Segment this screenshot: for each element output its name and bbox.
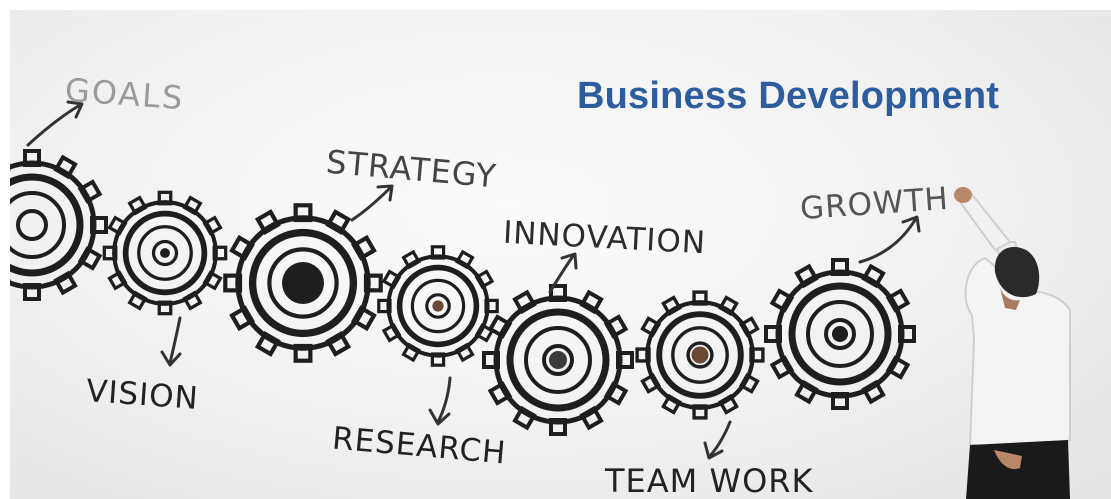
gear-tooth bbox=[351, 305, 377, 332]
gear-tooth bbox=[401, 249, 422, 270]
gear-tooth bbox=[861, 379, 886, 405]
gear-tooth bbox=[182, 195, 203, 216]
gear-tooth bbox=[831, 258, 849, 276]
gear-tooth bbox=[23, 283, 41, 301]
gear-tooth bbox=[794, 263, 819, 289]
gear-tooth bbox=[102, 245, 118, 261]
gear-tooth bbox=[401, 342, 422, 363]
gear-tooth bbox=[430, 352, 446, 367]
gear-4 bbox=[377, 245, 499, 367]
gear-tooth bbox=[351, 234, 377, 261]
gear-tooth bbox=[363, 273, 383, 293]
gear-tooth bbox=[692, 290, 708, 306]
gear-tooth bbox=[661, 295, 682, 317]
gear-tooth bbox=[603, 314, 629, 339]
gear-tooth bbox=[127, 290, 148, 311]
gear-tooth bbox=[769, 288, 795, 313]
page-title: Business Development bbox=[577, 75, 1000, 117]
gear-illustration bbox=[10, 100, 1071, 499]
gear-tooth bbox=[898, 325, 916, 343]
business-development-banner: Business Development GOALS STRATEGY INNO… bbox=[10, 10, 1111, 499]
gear-tooth bbox=[381, 269, 402, 290]
gear-tooth bbox=[749, 347, 765, 363]
gear-6 bbox=[635, 290, 765, 420]
gear-tooth bbox=[616, 351, 634, 369]
gear-tooth bbox=[692, 404, 708, 420]
gear-tooth bbox=[454, 249, 475, 270]
gear-tooth bbox=[254, 331, 281, 357]
gear-tooth bbox=[202, 270, 223, 291]
gear-tooth bbox=[229, 234, 255, 261]
gear-tooth bbox=[885, 288, 911, 313]
gear-tooth bbox=[77, 179, 103, 204]
innovation-arrow-icon bbox=[548, 252, 578, 294]
gear-tooth bbox=[764, 325, 782, 343]
growth-arrow-icon bbox=[858, 215, 921, 264]
gear-tooth bbox=[254, 209, 281, 235]
gear-tooth bbox=[293, 203, 313, 223]
strategy-arrow-icon bbox=[350, 184, 394, 222]
gear-tooth bbox=[377, 298, 392, 314]
gear-tooth bbox=[579, 289, 604, 315]
gear-tooth bbox=[430, 245, 446, 260]
gear-tooth bbox=[718, 393, 739, 415]
gear-tooth bbox=[738, 373, 760, 394]
gear-tooth bbox=[487, 314, 513, 339]
gear-tooth bbox=[603, 381, 629, 406]
gear-tooth bbox=[794, 379, 819, 405]
gear-tooth bbox=[474, 322, 495, 343]
gear-tooth bbox=[223, 273, 243, 293]
gear-tooth bbox=[212, 245, 228, 261]
gear-tooth bbox=[182, 290, 203, 311]
gear-tooth bbox=[482, 351, 500, 369]
label-team-work: TEAM WORK bbox=[605, 462, 814, 499]
gear-tooth bbox=[23, 149, 41, 167]
gear-tooth bbox=[512, 405, 537, 431]
gear-tooth bbox=[861, 263, 886, 289]
gear-tooth bbox=[831, 392, 849, 410]
gear-2 bbox=[102, 190, 228, 316]
gear-tooth bbox=[127, 195, 148, 216]
gear-tooth bbox=[90, 216, 108, 234]
gear-tooth bbox=[640, 316, 662, 337]
gear-tooth bbox=[202, 215, 223, 236]
gear-5 bbox=[482, 284, 634, 436]
gear-tooth bbox=[738, 316, 760, 337]
gear-tooth bbox=[107, 270, 128, 291]
gear-tooth bbox=[53, 154, 78, 180]
gear-tooth bbox=[325, 209, 352, 235]
gear-tooth bbox=[718, 295, 739, 317]
gear-tooth bbox=[549, 418, 567, 436]
goals-arrow-icon bbox=[26, 100, 84, 147]
team-work-arrow-icon bbox=[703, 420, 732, 460]
gear-tooth bbox=[229, 305, 255, 332]
gear-tooth bbox=[661, 393, 682, 415]
vision-arrow-icon bbox=[160, 316, 182, 367]
gear-tooth bbox=[325, 331, 352, 357]
gear-tooth bbox=[484, 298, 499, 314]
gear-tooth bbox=[579, 405, 604, 431]
gear-7 bbox=[764, 258, 916, 410]
gear-tooth bbox=[635, 347, 651, 363]
gear-tooth bbox=[512, 289, 537, 315]
gear-tooth bbox=[474, 269, 495, 290]
gear-tooth bbox=[157, 190, 173, 206]
gear-tooth bbox=[53, 270, 78, 296]
gear-tooth bbox=[454, 342, 475, 363]
gear-3 bbox=[223, 203, 383, 363]
gear-tooth bbox=[107, 215, 128, 236]
gear-tooth bbox=[640, 373, 662, 394]
research-arrow-icon bbox=[428, 376, 452, 426]
gear-tooth bbox=[293, 343, 313, 363]
businessman-figure bbox=[953, 187, 1071, 499]
gear-1 bbox=[10, 149, 108, 301]
gear-tooth bbox=[77, 246, 103, 271]
gear-tooth bbox=[381, 322, 402, 343]
gear-tooth bbox=[157, 300, 173, 316]
gear-tooth bbox=[487, 381, 513, 406]
gear-tooth bbox=[885, 355, 911, 380]
gear-tooth bbox=[769, 355, 795, 380]
